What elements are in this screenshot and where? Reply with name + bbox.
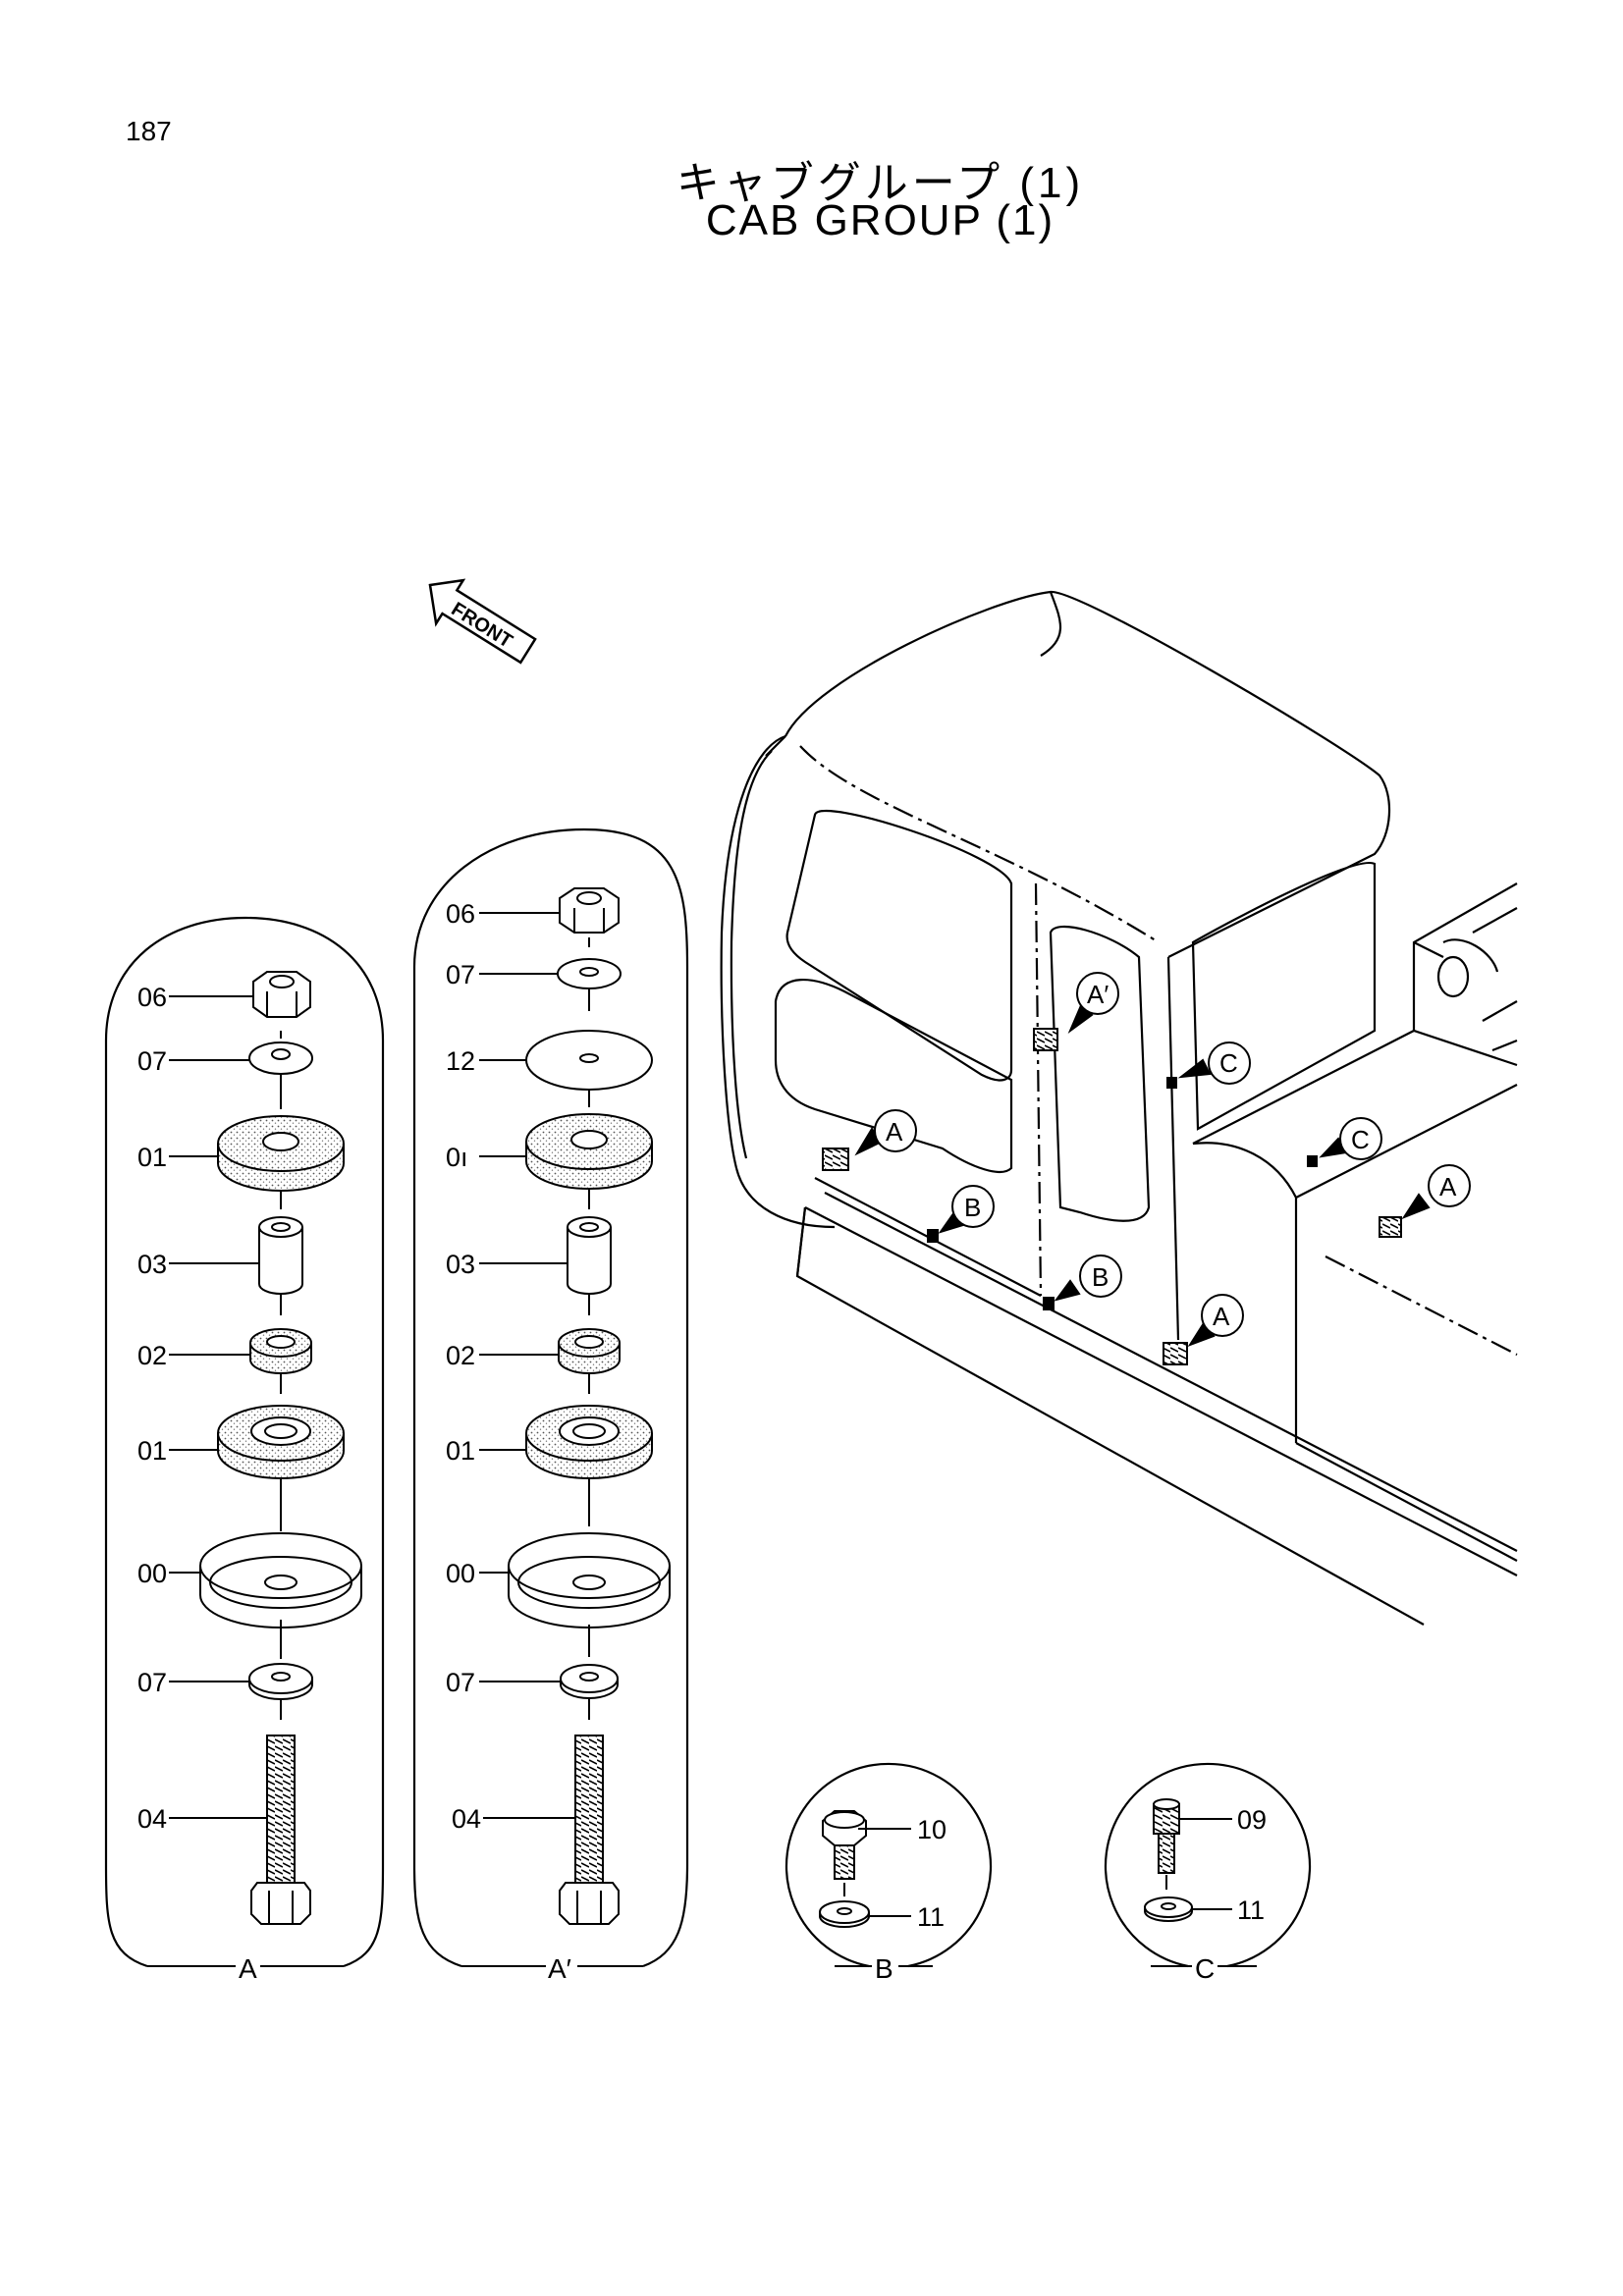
- rubber-mount-icon: [217, 1405, 345, 1479]
- callout-12: 12: [446, 1046, 475, 1076]
- washer-icon: [819, 1900, 870, 1928]
- balloon-label: A: [886, 1117, 903, 1147]
- washer-icon: [557, 958, 622, 989]
- detail-a-prime: A′: [412, 828, 689, 1984]
- rubber-ring-icon: [249, 1328, 312, 1374]
- washer-icon: [1144, 1896, 1193, 1922]
- collar-icon: [258, 1216, 303, 1295]
- callout-00: 00: [137, 1559, 167, 1588]
- screw-symbol-b1: [927, 1229, 939, 1243]
- rubber-mount-icon: [525, 1113, 653, 1190]
- callout-01: 01: [446, 1436, 475, 1466]
- callout-07: 07: [446, 960, 475, 989]
- rubber-mount-icon: [217, 1115, 345, 1192]
- callout-06: 06: [446, 899, 475, 929]
- socket-bolt-icon: [1153, 1798, 1180, 1874]
- balloon-a-side: A: [1187, 1294, 1244, 1347]
- callout-11: 11: [1237, 1896, 1265, 1925]
- balloon-label: C: [1351, 1125, 1370, 1154]
- washer-icon: [560, 1664, 619, 1699]
- callout-02: 02: [446, 1341, 475, 1370]
- mount-symbol-a-front: [822, 1148, 849, 1171]
- cup-icon: [508, 1532, 671, 1629]
- callout-04: 04: [137, 1804, 167, 1834]
- detail-a: A: [104, 916, 385, 1984]
- balloon-a-rear: A: [1401, 1164, 1471, 1220]
- washer-icon: [248, 1041, 313, 1075]
- callout-04: 04: [452, 1804, 481, 1834]
- callout-03: 03: [137, 1250, 167, 1279]
- detail-a-outline: [104, 916, 385, 1968]
- detail-c-outline: [1104, 1762, 1312, 1968]
- washer-icon: [248, 1663, 313, 1700]
- page-number: 187: [126, 116, 172, 146]
- balloon-a-prime: A′: [1067, 972, 1119, 1034]
- callout-07: 07: [137, 1668, 167, 1697]
- callout-03: 03: [446, 1250, 475, 1279]
- cup-icon: [199, 1532, 362, 1629]
- rubber-mount-icon: [525, 1405, 653, 1479]
- balloon-b2: B: [1054, 1255, 1122, 1302]
- balloon-label: A′: [1087, 980, 1109, 1009]
- cab-illustration: [720, 590, 1518, 1626]
- hex-nut-icon: [559, 887, 620, 934]
- detail-b: B 10 11: [784, 1762, 993, 1984]
- rubber-ring-icon: [558, 1328, 621, 1374]
- balloon-c-console: C: [1319, 1117, 1382, 1160]
- balloon-a-front: A: [854, 1109, 917, 1156]
- collar-icon: [567, 1216, 612, 1295]
- plate-washer-icon: [525, 1030, 653, 1091]
- mount-symbol-a-rear: [1379, 1216, 1402, 1238]
- bolt-icon: [559, 1735, 620, 1925]
- callout-01: 01: [137, 1436, 167, 1466]
- detail-c-label: C: [1195, 1953, 1215, 1984]
- cab-mount-points: [822, 1028, 1402, 1365]
- detail-a-label: A: [239, 1953, 257, 1984]
- front-arrow-icon: FRONT: [428, 578, 537, 665]
- callout-11: 11: [917, 1902, 945, 1932]
- detail-b-outline: [784, 1762, 993, 1968]
- balloon-label: A: [1439, 1172, 1457, 1201]
- detail-b-label: B: [875, 1953, 893, 1984]
- bolt-icon: [250, 1735, 311, 1925]
- balloon-c-door: C: [1177, 1041, 1251, 1085]
- page-title-jp: キャブグループ (1): [676, 159, 1085, 207]
- screw-symbol-b2: [1043, 1297, 1055, 1310]
- callout-10: 10: [917, 1815, 947, 1844]
- callout-01: 0ı: [446, 1143, 468, 1172]
- balloon-label: B: [964, 1193, 981, 1222]
- detail-a-prime-outline: [412, 828, 689, 1968]
- callout-07: 07: [446, 1668, 475, 1697]
- callout-01: 01: [137, 1143, 167, 1172]
- hex-nut-icon: [252, 971, 311, 1018]
- screw-symbol-c2: [1307, 1155, 1318, 1167]
- callout-07: 07: [137, 1046, 167, 1076]
- balloon-label: B: [1092, 1262, 1109, 1292]
- callout-06: 06: [137, 983, 167, 1012]
- page-title-en: CAB GROUP (1): [705, 196, 1055, 244]
- callout-09: 09: [1237, 1805, 1267, 1835]
- balloon-b1: B: [938, 1185, 995, 1234]
- balloon-label: A: [1213, 1302, 1230, 1331]
- callout-02: 02: [137, 1341, 167, 1370]
- callout-00: 00: [446, 1559, 475, 1588]
- balloon-label: C: [1219, 1048, 1238, 1078]
- hex-bolt-icon: [822, 1810, 867, 1880]
- mount-symbol-a-side: [1163, 1342, 1188, 1365]
- reference-balloons: A′ C A C A B B: [854, 972, 1471, 1347]
- detail-c: C 09 11: [1104, 1762, 1312, 1984]
- screw-symbol-c1: [1166, 1077, 1177, 1089]
- mount-symbol-a-prime: [1033, 1028, 1058, 1051]
- detail-a-prime-label: A′: [548, 1953, 571, 1984]
